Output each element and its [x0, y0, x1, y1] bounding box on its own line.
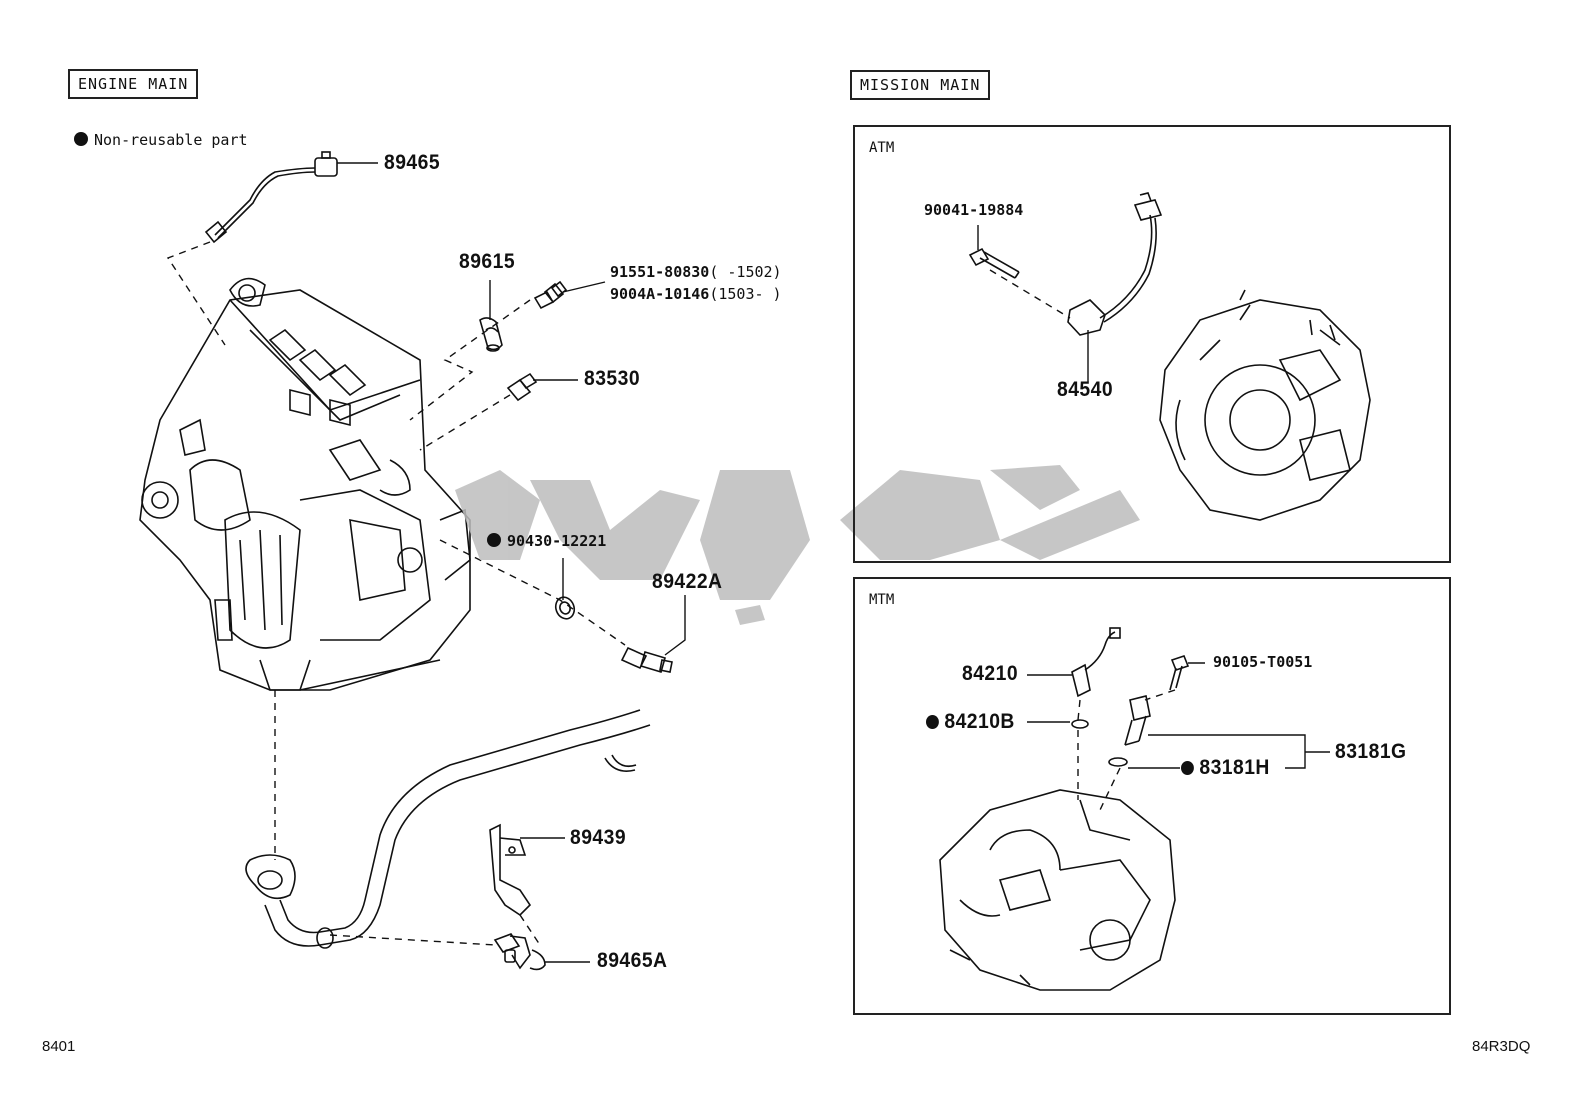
atm-panel: [853, 125, 1451, 563]
sensor-89465-illustration: [204, 151, 338, 244]
part-89439[interactable]: 89439: [570, 826, 627, 849]
bolt-91551-illustration: [533, 280, 568, 310]
figure-code-left: 8401: [42, 1038, 76, 1055]
part-89422a[interactable]: 89422A: [652, 570, 723, 593]
part-9004a[interactable]: 9004A-10146: [610, 285, 710, 303]
part-84210b[interactable]: 84210B: [944, 710, 1015, 733]
sensor-84210-illustration: [1071, 627, 1121, 729]
part-83181h[interactable]: 83181H: [1199, 756, 1270, 779]
part-9004a-range: (1503- ): [709, 285, 782, 303]
part-89465[interactable]: 89465: [384, 151, 441, 174]
part-90105[interactable]: 90105-T0051: [1213, 653, 1313, 671]
part-83181g[interactable]: 83181G: [1335, 740, 1407, 763]
part-83530[interactable]: 83530: [584, 367, 641, 390]
sensor-84540-illustration: [1067, 192, 1163, 336]
part-90430[interactable]: 90430-12221: [507, 532, 607, 550]
leader-lines: [337, 162, 1330, 963]
watermark-logo: [455, 465, 1140, 625]
bolt-90105-illustration: [1169, 655, 1190, 691]
legend-text: Non-reusable part: [94, 131, 248, 149]
atm-transmission-illustration: [1159, 289, 1371, 521]
part-90430-row: 90430-12221: [487, 532, 606, 550]
non-reusable-dot-icon: [1181, 761, 1194, 775]
engine-block-illustration: [139, 277, 471, 691]
part-84210[interactable]: 84210: [962, 662, 1019, 685]
mtm-panel: [853, 577, 1451, 1015]
part-91551-row: 91551-80830( -1502): [610, 263, 782, 281]
sensor-83181g-illustration: [1108, 695, 1151, 767]
mtm-transmission-illustration: [939, 789, 1176, 991]
bolt-90041-illustration: [968, 247, 1020, 279]
non-reusable-dot-icon: [487, 533, 501, 547]
exhaust-pipe-illustration: [245, 709, 651, 949]
part-9004a-row: 9004A-10146(1503- ): [610, 285, 782, 303]
sensor-83530-illustration: [506, 372, 538, 402]
bracket-89439-illustration: [489, 823, 532, 917]
mission-main-label: MISSION MAIN: [850, 70, 991, 100]
part-89465a[interactable]: 89465A: [597, 949, 668, 972]
part-90041[interactable]: 90041-19884: [924, 201, 1024, 219]
non-reusable-dot-icon: [926, 715, 939, 729]
part-91551[interactable]: 91551-80830: [610, 263, 710, 281]
part-83181h-row: 83181H: [1181, 756, 1270, 780]
part-84210b-row: 84210B: [926, 710, 1015, 734]
atm-label: ATM: [869, 140, 895, 156]
part-89615[interactable]: 89615: [459, 250, 516, 273]
sensor-89615-illustration: [479, 317, 503, 352]
engine-main-label: ENGINE MAIN: [68, 69, 199, 99]
dashed-guides: [166, 241, 1176, 946]
sensor-89465a-illustration: [493, 933, 546, 971]
part-91551-range: ( -1502): [709, 263, 782, 281]
mtm-label: MTM: [869, 592, 895, 608]
figure-code-right: 84R3DQ: [1472, 1038, 1531, 1055]
part-84540[interactable]: 84540: [1057, 378, 1114, 401]
non-reusable-dot-icon: [74, 132, 88, 146]
legend: Non-reusable part: [74, 131, 248, 149]
sensor-89422a-illustration: [620, 646, 673, 673]
